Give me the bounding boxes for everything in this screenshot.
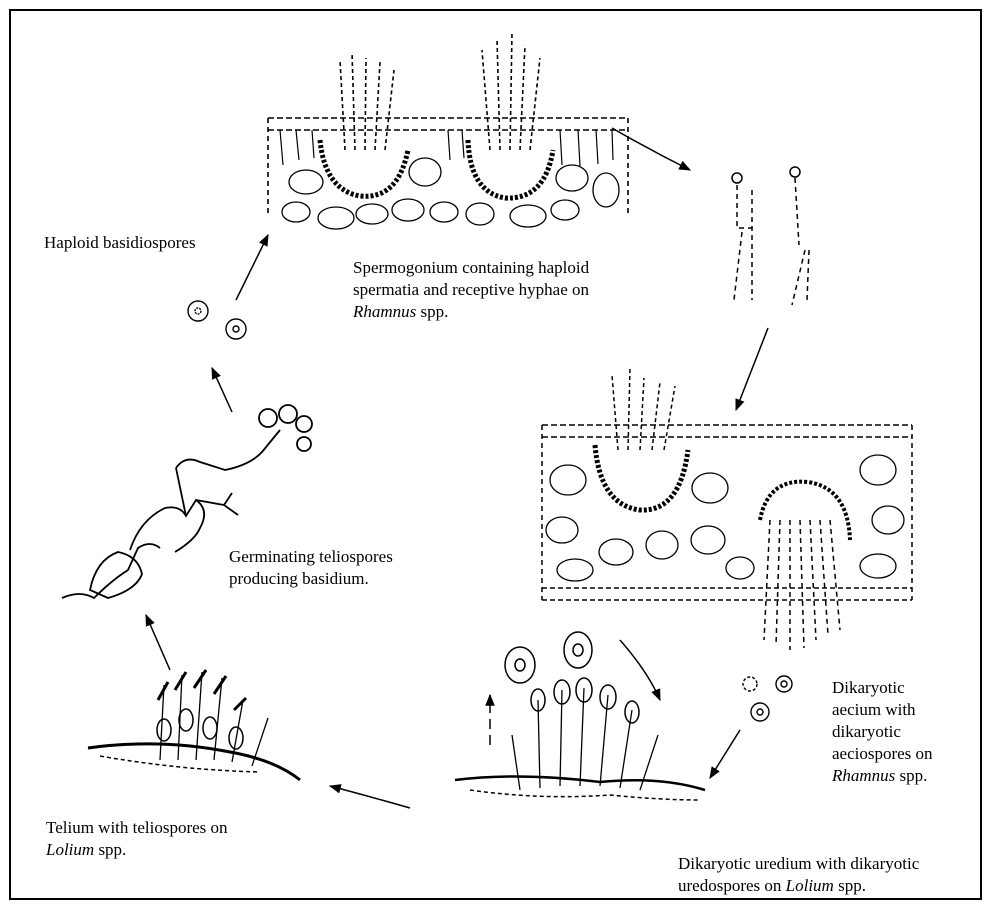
label-text: producing basidium. <box>229 568 393 590</box>
label-text: spp. <box>94 840 126 859</box>
label-text: uredospores on <box>678 876 786 895</box>
label-telium: Telium with teliospores on Lolium spp. <box>46 817 228 861</box>
arrow-spermatia-to-aecium <box>736 328 768 410</box>
aeciospores-illustration <box>743 676 792 721</box>
uredium-illustration <box>455 632 705 800</box>
arrow-spore-to-uredium <box>620 640 660 700</box>
host-name: Lolium <box>46 840 94 859</box>
label-host-line: Rhamnus spp. <box>832 765 933 787</box>
spermogonium-illustration <box>268 32 628 229</box>
label-text: spp. <box>416 302 448 321</box>
arrow-spermogonium-to-spermatia <box>612 128 690 170</box>
label-text: aecium with <box>832 699 933 721</box>
label-uredium: Dikaryotic uredium with dikaryotic uredo… <box>678 853 919 897</box>
label-text: dikaryotic <box>832 721 933 743</box>
arrow-aeciospores-to-uredium <box>710 730 740 778</box>
label-text: Dikaryotic uredium with dikaryotic <box>678 853 919 875</box>
label-text: spp. <box>834 876 866 895</box>
label-text: Spermogonium containing haploid <box>353 257 589 279</box>
label-text: Germinating teliospores <box>229 546 393 568</box>
arrow-basidium-to-spores <box>212 368 232 412</box>
host-name: Rhamnus <box>832 766 895 785</box>
label-text: Dikaryotic <box>832 677 933 699</box>
label-text: spp. <box>895 766 927 785</box>
label-aecium: Dikaryotic aecium with dikaryotic aecios… <box>832 677 933 787</box>
label-host-line: Rhamnus spp. <box>353 301 589 323</box>
label-text: Telium with teliospores on <box>46 817 228 839</box>
arrow-spores-to-spermogonium <box>236 235 268 300</box>
label-spermogonium: Spermogonium containing haploid spermati… <box>353 257 589 323</box>
arrow-telium-to-basidium <box>146 615 170 670</box>
label-haploid-basidiospores: Haploid basidiospores <box>44 232 196 254</box>
label-text: spermatia and receptive hyphae on <box>353 279 589 301</box>
spermatia-illustration <box>732 167 809 305</box>
label-text: Haploid basidiospores <box>44 233 196 252</box>
telium-illustration <box>88 670 300 780</box>
label-text: aeciospores on <box>832 743 933 765</box>
label-host-line: uredospores on Lolium spp. <box>678 875 919 897</box>
aecium-illustration <box>542 368 912 650</box>
host-name: Lolium <box>786 876 834 895</box>
label-germinating-teliospores: Germinating teliospores producing basidi… <box>229 546 393 590</box>
host-name: Rhamnus <box>353 302 416 321</box>
basidiospores-illustration <box>188 301 246 339</box>
arrow-uredium-to-telium <box>330 786 410 808</box>
label-host-line: Lolium spp. <box>46 839 228 861</box>
